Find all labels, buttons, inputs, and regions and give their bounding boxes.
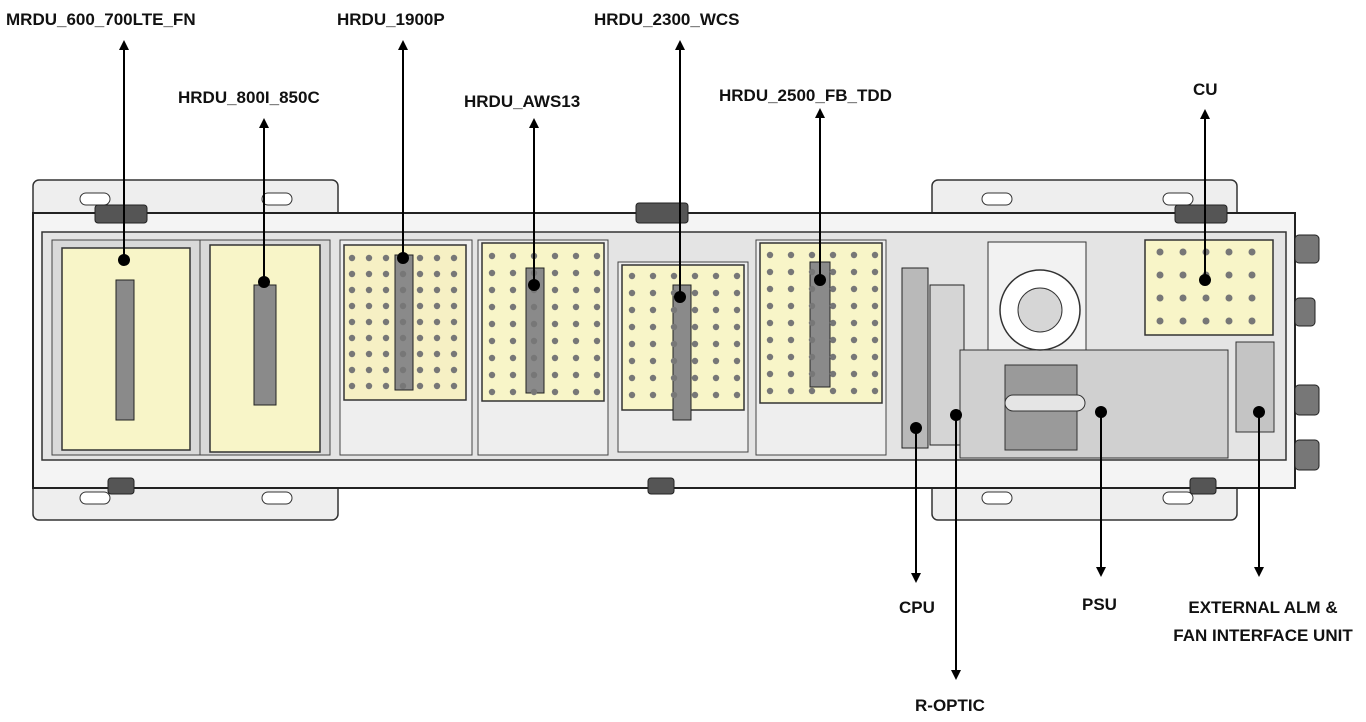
chassis-clips bbox=[94, 202, 1228, 495]
label-hrdu-800: HRDU_800I_850C bbox=[178, 88, 320, 107]
mounting-bracket-right-top bbox=[931, 179, 1238, 221]
arrow-ext-alm-dot bbox=[1253, 406, 1265, 418]
r-optic-module bbox=[929, 284, 965, 446]
hrdu-1900-module bbox=[339, 239, 473, 456]
label-hrdu-2300: HRDU_2300_WCS bbox=[594, 10, 740, 29]
fan-assembly bbox=[987, 241, 1087, 351]
arrow-cu-dot bbox=[1199, 274, 1211, 286]
label-hrdu-2500: HRDU_2500_FB_TDD bbox=[719, 86, 892, 105]
arrow-hrdu-2500-dot bbox=[814, 274, 826, 286]
hrdu-2300-module bbox=[617, 261, 749, 453]
arrow-cpu-dot bbox=[910, 422, 922, 434]
label-ext-alm: EXTERNAL ALM & FAN INTERFACE UNIT bbox=[1173, 598, 1353, 645]
label-mrdu-600: MRDU_600_700LTE_FN bbox=[6, 10, 196, 29]
label-cpu: CPU bbox=[899, 598, 935, 617]
cu-module bbox=[1144, 239, 1274, 336]
arrow-psu-dot bbox=[1095, 406, 1107, 418]
label-hrdu-1900: HRDU_1900P bbox=[337, 10, 445, 29]
label-psu: PSU bbox=[1082, 595, 1117, 614]
arrow-r-optic-dot bbox=[950, 409, 962, 421]
cpu-board bbox=[901, 267, 929, 449]
label-r-optic: R-OPTIC bbox=[915, 696, 985, 715]
psu-area bbox=[959, 349, 1229, 459]
ext-alm-interface-unit bbox=[1235, 341, 1275, 433]
arrow-mrdu-600-dot bbox=[118, 254, 130, 266]
arrow-hrdu-1900-dot bbox=[397, 252, 409, 264]
label-hrdu-aws: HRDU_AWS13 bbox=[464, 92, 581, 111]
arrow-hrdu-800-dot bbox=[258, 276, 270, 288]
label-cu: CU bbox=[1193, 80, 1218, 99]
mrdu-600-module bbox=[51, 239, 208, 456]
arrow-hrdu-aws-dot bbox=[528, 279, 540, 291]
hrdu-aws-module bbox=[477, 239, 609, 456]
side-connectors bbox=[1294, 234, 1320, 471]
arrow-hrdu-2300-dot bbox=[674, 291, 686, 303]
